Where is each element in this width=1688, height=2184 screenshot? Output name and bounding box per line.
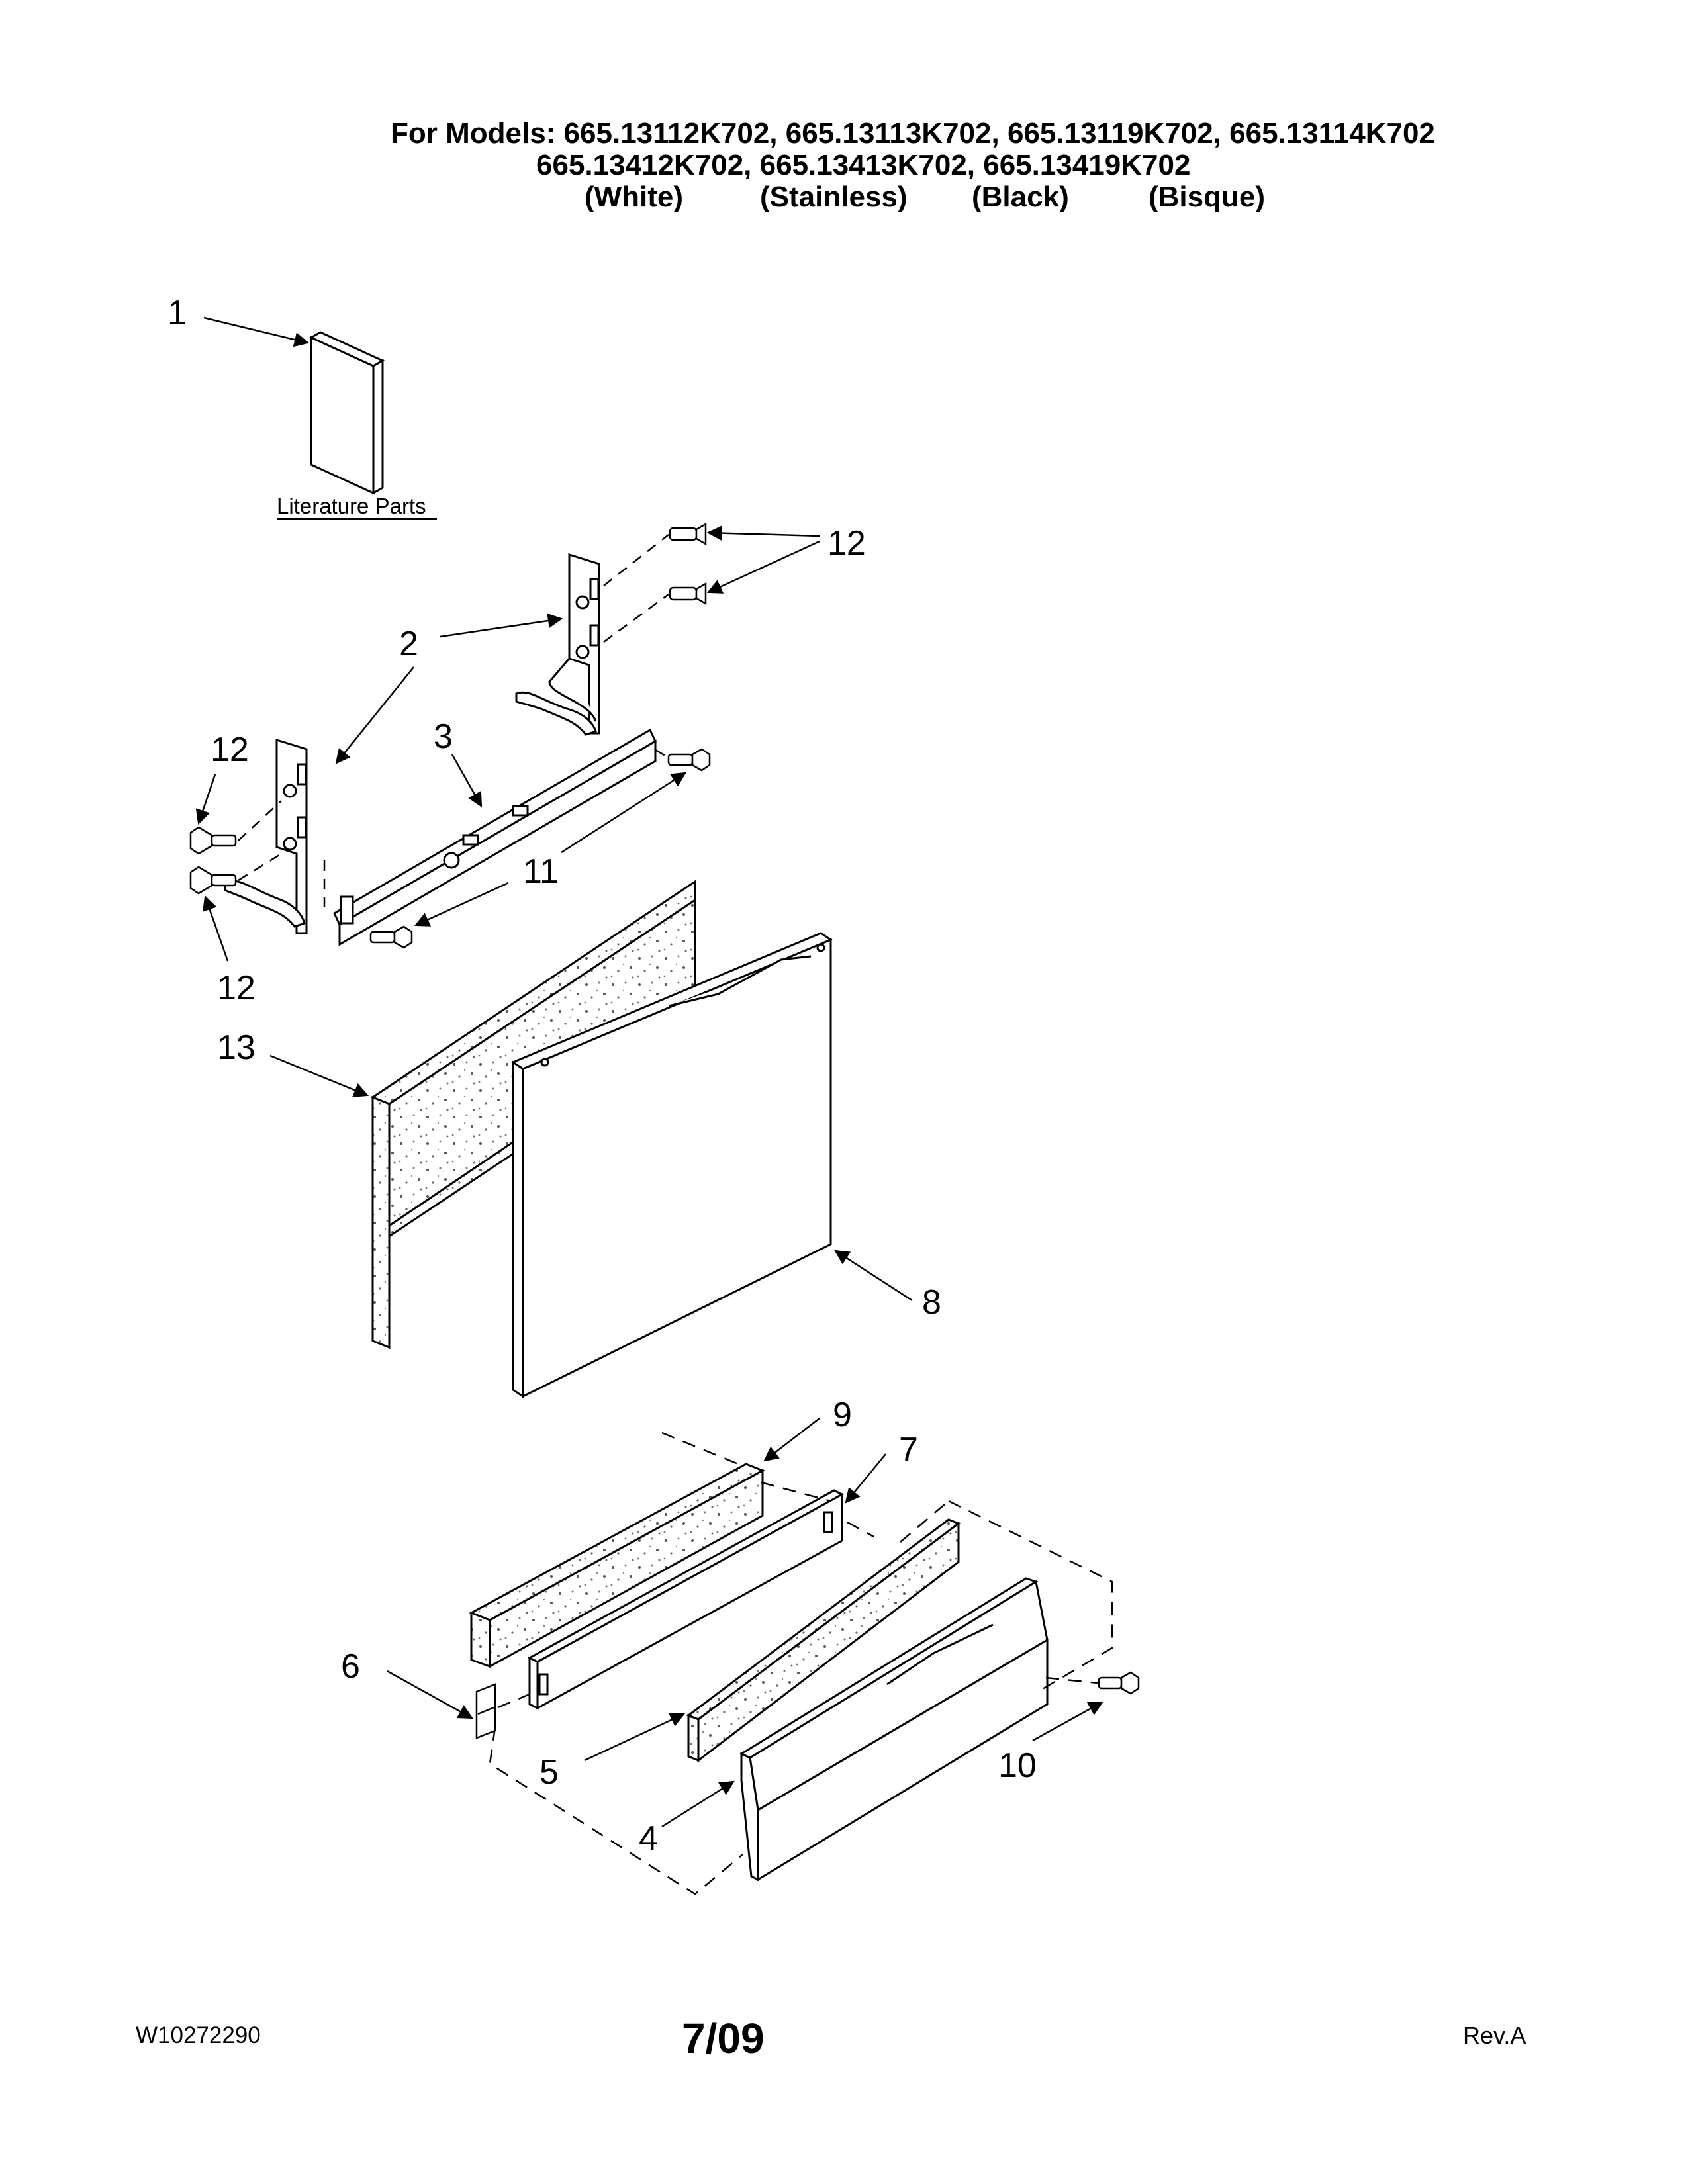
callout-7: 7	[899, 1431, 918, 1469]
color-white: (White)	[585, 181, 684, 213]
screw-left-upper	[189, 826, 237, 855]
mounting-bracket-right	[515, 553, 600, 736]
callout-4: 4	[639, 1819, 658, 1858]
color-bisque: (Bisque)	[1149, 181, 1265, 213]
channel-strip	[527, 1489, 845, 1710]
color-black: (Black)	[972, 181, 1069, 213]
callout-12-top: 12	[827, 524, 866, 563]
callout-6: 6	[341, 1647, 360, 1686]
screw-toekick	[1098, 1671, 1140, 1695]
outer-door-panel	[510, 932, 833, 1398]
leader-lines	[195, 316, 1103, 1828]
color-stainless: (Stainless)	[760, 181, 908, 213]
screw-left-lower	[189, 866, 237, 895]
callout-8: 8	[922, 1283, 941, 1322]
callout-13: 13	[217, 1028, 256, 1067]
callout-10: 10	[998, 1747, 1037, 1785]
assembly-guides-lower	[489, 1432, 1113, 1895]
callout-11: 11	[523, 852, 559, 891]
screw-top-upper	[669, 522, 707, 546]
assembly-guides-upper	[238, 534, 669, 907]
screw-top-lower	[669, 582, 707, 606]
screw-rail-left	[369, 925, 413, 949]
screw-rail-right	[667, 748, 711, 772]
callout-12-left-lower: 12	[217, 969, 256, 1007]
callout-9: 9	[833, 1396, 852, 1434]
callout-3: 3	[434, 717, 453, 756]
issue-date: 7/09	[682, 2015, 765, 2062]
models-line-1: For Models: 665.13112K702, 665.13113K702…	[391, 117, 1435, 150]
support-rail	[333, 728, 657, 946]
callout-2-upper: 2	[399, 625, 418, 663]
literature-booklet	[308, 331, 385, 495]
literature-parts-label: Literature Parts	[277, 494, 426, 518]
foam-strip-upper	[686, 1518, 961, 1763]
callout-12-left-upper: 12	[211, 731, 249, 769]
foam-strip-lower	[469, 1463, 765, 1668]
clip	[475, 1683, 496, 1739]
mounting-bracket-left	[224, 738, 308, 934]
revision: Rev.A	[1463, 2022, 1526, 2049]
document-number: W10272290	[136, 2023, 261, 2048]
callout-5: 5	[539, 1753, 559, 1792]
toe-kick	[739, 1577, 1049, 1882]
models-line-2: 665.13412K702, 665.13413K702, 665.13419K…	[536, 149, 1191, 181]
callout-1: 1	[167, 294, 187, 332]
